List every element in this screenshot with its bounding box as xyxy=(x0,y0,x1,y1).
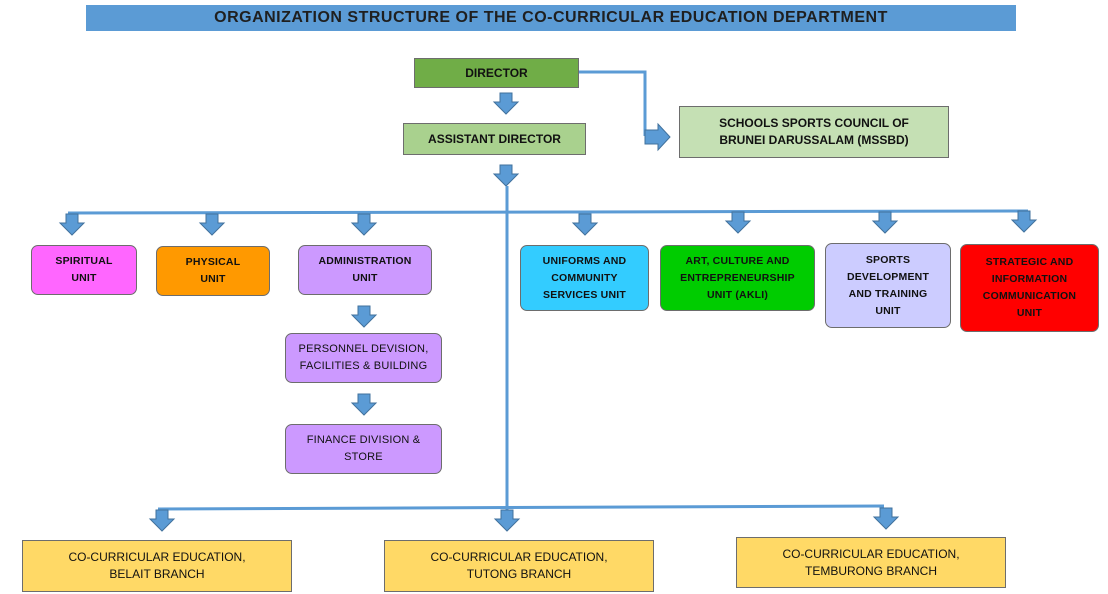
uniforms-unit-label: UNIFORMS AND COMMUNITY SERVICES UNIT xyxy=(542,254,627,301)
administration-unit-label: ADMINISTRATION UNIT xyxy=(318,255,412,284)
arrow-to-administration xyxy=(351,213,377,236)
arrow-to-tutong xyxy=(494,509,520,532)
temburong-branch-box: CO-CURRICULAR EDUCATION, TEMBURONG BRANC… xyxy=(736,537,1006,588)
director-box: DIRECTOR xyxy=(414,58,579,88)
arrow-to-belait xyxy=(149,509,175,532)
assistant-director-label: ASSISTANT DIRECTOR xyxy=(428,131,561,146)
uniforms-unit-box: UNIFORMS AND COMMUNITY SERVICES UNIT xyxy=(520,245,649,311)
personnel-division-box: PERSONNEL DEVISION, FACILITIES & BUILDIN… xyxy=(285,333,442,383)
personnel-division-label: PERSONNEL DEVISION, FACILITIES & BUILDIN… xyxy=(298,343,429,372)
finance-division-box: FINANCE DIVISION & STORE xyxy=(285,424,442,474)
arrow-to-assistant xyxy=(493,92,519,115)
arrow-to-mssbd xyxy=(644,122,671,152)
arrow-to-sports xyxy=(872,211,898,234)
assistant-director-box: ASSISTANT DIRECTOR xyxy=(403,123,586,155)
spiritual-unit-box: SPIRITUAL UNIT xyxy=(31,245,137,295)
arrow-to-uniforms xyxy=(572,213,598,236)
tutong-branch-box: CO-CURRICULAR EDUCATION, TUTONG BRANCH xyxy=(384,540,654,592)
physical-unit-box: PHYSICAL UNIT xyxy=(156,246,270,296)
belait-branch-label: CO-CURRICULAR EDUCATION, BELAIT BRANCH xyxy=(68,550,246,581)
arrow-to-art xyxy=(725,211,751,234)
arrow-to-strategic xyxy=(1011,210,1037,233)
chart-title: ORGANIZATION STRUCTURE OF THE CO-CURRICU… xyxy=(86,5,1016,31)
strategic-unit-label: STRATEGIC AND INFORMATION COMMUNICATION … xyxy=(982,256,1077,319)
arrow-to-temburong xyxy=(873,507,899,530)
tutong-branch-label: CO-CURRICULAR EDUCATION, TUTONG BRANCH xyxy=(430,550,608,581)
arrow-to-finance xyxy=(351,393,377,416)
sports-unit-box: SPORTS DEVELOPMENT AND TRAINING UNIT xyxy=(825,243,951,328)
finance-division-label: FINANCE DIVISION & STORE xyxy=(306,434,421,463)
temburong-branch-label: CO-CURRICULAR EDUCATION, TEMBURONG BRANC… xyxy=(782,546,960,578)
strategic-unit-box: STRATEGIC AND INFORMATION COMMUNICATION … xyxy=(960,244,1099,332)
sports-unit-label: SPORTS DEVELOPMENT AND TRAINING UNIT xyxy=(846,253,930,317)
arrow-to-physical xyxy=(199,213,225,236)
mssbd-label: SCHOOLS SPORTS COUNCIL OF BRUNEI DARUSSA… xyxy=(719,116,909,147)
mssbd-box: SCHOOLS SPORTS COUNCIL OF BRUNEI DARUSSA… xyxy=(679,106,949,158)
belait-branch-box: CO-CURRICULAR EDUCATION, BELAIT BRANCH xyxy=(22,540,292,592)
arrow-from-assistant xyxy=(493,164,519,187)
director-label: DIRECTOR xyxy=(465,65,528,80)
arrow-to-personnel xyxy=(351,305,377,328)
spiritual-unit-label: SPIRITUAL UNIT xyxy=(55,255,113,284)
administration-unit-box: ADMINISTRATION UNIT xyxy=(298,245,432,295)
art-unit-box: ART, CULTURE AND ENTREPRENEURSHIP UNIT (… xyxy=(660,245,815,311)
arrow-to-spiritual xyxy=(59,213,85,236)
art-unit-label: ART, CULTURE AND ENTREPRENEURSHIP UNIT (… xyxy=(680,254,795,301)
physical-unit-label: PHYSICAL UNIT xyxy=(185,256,241,285)
